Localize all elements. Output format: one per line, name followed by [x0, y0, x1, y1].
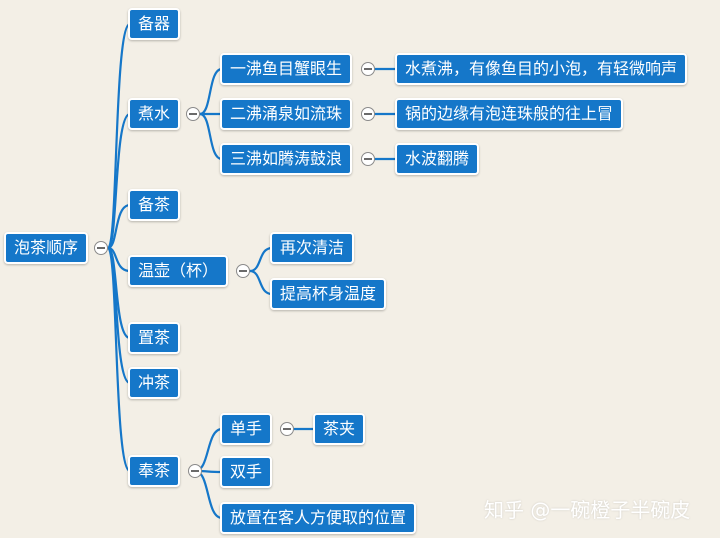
- collapse-toggle-icon[interactable]: [236, 264, 250, 278]
- collapse-toggle-icon[interactable]: [361, 62, 375, 76]
- subtopic-node[interactable]: 提高杯身温度: [270, 278, 387, 310]
- collapse-toggle-icon[interactable]: [361, 152, 375, 166]
- subtopic-node[interactable]: 一沸鱼目蟹眼生: [220, 53, 353, 85]
- branch-node-chong-cha[interactable]: 冲茶: [128, 367, 181, 399]
- link-b3-c0: [248, 246, 274, 273]
- subtopic-node[interactable]: 放置在客人方便取的位置: [220, 502, 417, 534]
- collapse-toggle-icon[interactable]: [361, 107, 375, 121]
- branch-node-zhu-shui[interactable]: 煮水: [128, 98, 181, 130]
- link-b1-c2: [198, 112, 224, 161]
- branch-node-zhi-cha[interactable]: 置茶: [128, 322, 181, 354]
- watermark-text: 知乎 @一碗橙子半碗皮: [484, 498, 691, 522]
- link-root-b1: [106, 112, 132, 250]
- branch-node-feng-cha[interactable]: 奉茶: [128, 455, 181, 487]
- subtopic-node[interactable]: 三沸如腾涛鼓浪: [220, 143, 353, 175]
- branch-node-bei-qi[interactable]: 备器: [128, 8, 181, 40]
- link-b6-c2: [193, 469, 224, 520]
- detail-node[interactable]: 锅的边缘有泡连珠般的往上冒: [395, 98, 624, 130]
- link-b1-c0: [198, 67, 224, 116]
- detail-node[interactable]: 水煮沸，有像鱼目的小泡，有轻微响声: [395, 53, 688, 85]
- collapse-toggle-icon[interactable]: [188, 464, 202, 478]
- link-root-b2: [106, 203, 132, 250]
- subtopic-node[interactable]: 再次清洁: [270, 232, 355, 264]
- branch-node-bei-cha[interactable]: 备茶: [128, 189, 181, 221]
- subtopic-node[interactable]: 二沸涌泉如流珠: [220, 98, 353, 130]
- detail-node[interactable]: 水波翻腾: [395, 143, 480, 175]
- branch-node-wen-hu[interactable]: 温壶（杯）: [128, 255, 229, 287]
- link-b3-c1: [248, 269, 274, 296]
- root-node[interactable]: 泡茶顺序: [4, 232, 89, 264]
- subtopic-node[interactable]: 双手: [220, 456, 273, 488]
- detail-node[interactable]: 茶夹: [313, 413, 366, 445]
- subtopic-node[interactable]: 单手: [220, 413, 273, 445]
- collapse-toggle-icon[interactable]: [186, 107, 200, 121]
- link-root-b6: [106, 246, 132, 473]
- collapse-toggle-icon[interactable]: [94, 241, 108, 255]
- collapse-toggle-icon[interactable]: [280, 422, 294, 436]
